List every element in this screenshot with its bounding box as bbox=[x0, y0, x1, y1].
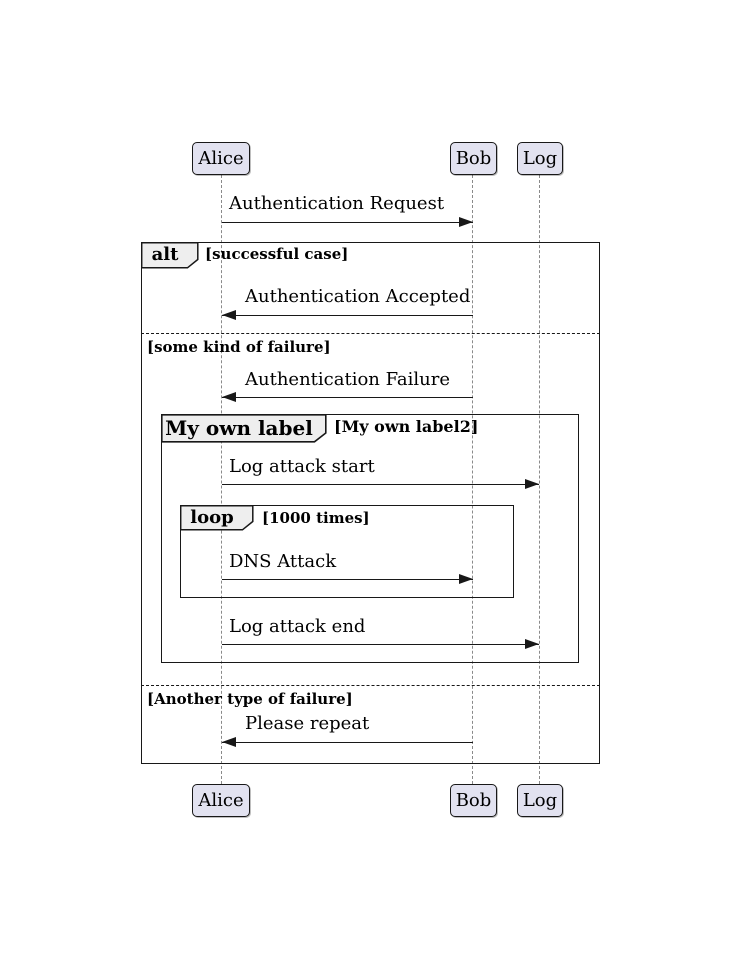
loop-keyword: loop bbox=[190, 506, 234, 528]
arrow-auth-failure bbox=[222, 397, 473, 398]
loop-frame-label: loop bbox=[180, 505, 254, 531]
arrowhead-right-icon bbox=[459, 217, 473, 227]
message-auth-accepted: Authentication Accepted bbox=[245, 286, 471, 307]
arrow-please-repeat bbox=[222, 742, 473, 743]
alt-guard-successful-case: [successful case] bbox=[205, 245, 349, 263]
group-frame-label: My own label bbox=[161, 414, 327, 443]
arrowhead-left-icon bbox=[222, 392, 236, 402]
pentagon-icon bbox=[180, 505, 254, 531]
message-log-attack-start: Log attack start bbox=[229, 456, 375, 477]
guard-another-type-of-failure: [Another type of failure] bbox=[147, 690, 353, 708]
pentagon-icon bbox=[141, 242, 199, 269]
message-auth-failure: Authentication Failure bbox=[245, 369, 450, 390]
participant-bob-bottom: Bob bbox=[450, 784, 497, 817]
lifeline-alice bbox=[221, 175, 222, 784]
lifeline-log bbox=[539, 175, 540, 784]
message-dns-attack: DNS Attack bbox=[229, 551, 337, 572]
participant-log-top: Log bbox=[517, 142, 563, 175]
arrow-log-attack-end bbox=[222, 644, 539, 645]
arrow-auth-accepted bbox=[222, 315, 473, 316]
lifeline-bob bbox=[472, 175, 473, 784]
arrow-log-attack-start bbox=[222, 484, 539, 485]
message-please-repeat: Please repeat bbox=[245, 713, 370, 734]
group-keyword: My own label bbox=[165, 415, 313, 440]
arrow-auth-request bbox=[222, 222, 473, 223]
arrowhead-right-icon bbox=[459, 574, 473, 584]
participant-alice-top: Alice bbox=[192, 142, 250, 175]
arrowhead-left-icon bbox=[222, 310, 236, 320]
alt-frame bbox=[141, 242, 600, 764]
participant-alice-bottom: Alice bbox=[192, 784, 250, 817]
participant-bob-top: Bob bbox=[450, 142, 497, 175]
participant-log-label: Log bbox=[522, 148, 558, 169]
message-log-attack-end: Log attack end bbox=[229, 616, 366, 637]
arrowhead-left-icon bbox=[222, 737, 236, 747]
guard-some-kind-of-failure: [some kind of failure] bbox=[147, 338, 331, 356]
arrowhead-right-icon bbox=[525, 479, 539, 489]
participant-alice-label: Alice bbox=[198, 790, 244, 811]
participant-alice-label: Alice bbox=[198, 148, 244, 169]
participant-bob-label: Bob bbox=[455, 790, 492, 811]
pentagon-icon bbox=[161, 414, 327, 443]
participant-log-bottom: Log bbox=[517, 784, 563, 817]
participant-bob-label: Bob bbox=[455, 148, 492, 169]
arrowhead-right-icon bbox=[525, 639, 539, 649]
participant-log-label: Log bbox=[522, 790, 558, 811]
loop-guard-1000-times: [1000 times] bbox=[262, 509, 370, 527]
loop-frame bbox=[180, 505, 514, 598]
alt-keyword: alt bbox=[151, 244, 179, 265]
message-auth-request: Authentication Request bbox=[229, 193, 445, 214]
group-frame-my-own-label bbox=[161, 414, 579, 663]
arrow-dns-attack bbox=[222, 579, 473, 580]
group-guard-my-own-label2: [My own label2] bbox=[334, 417, 479, 436]
alt-frame-label: alt bbox=[141, 242, 199, 269]
alt-divider-another-failure bbox=[141, 685, 600, 686]
alt-divider-failure bbox=[141, 333, 600, 334]
